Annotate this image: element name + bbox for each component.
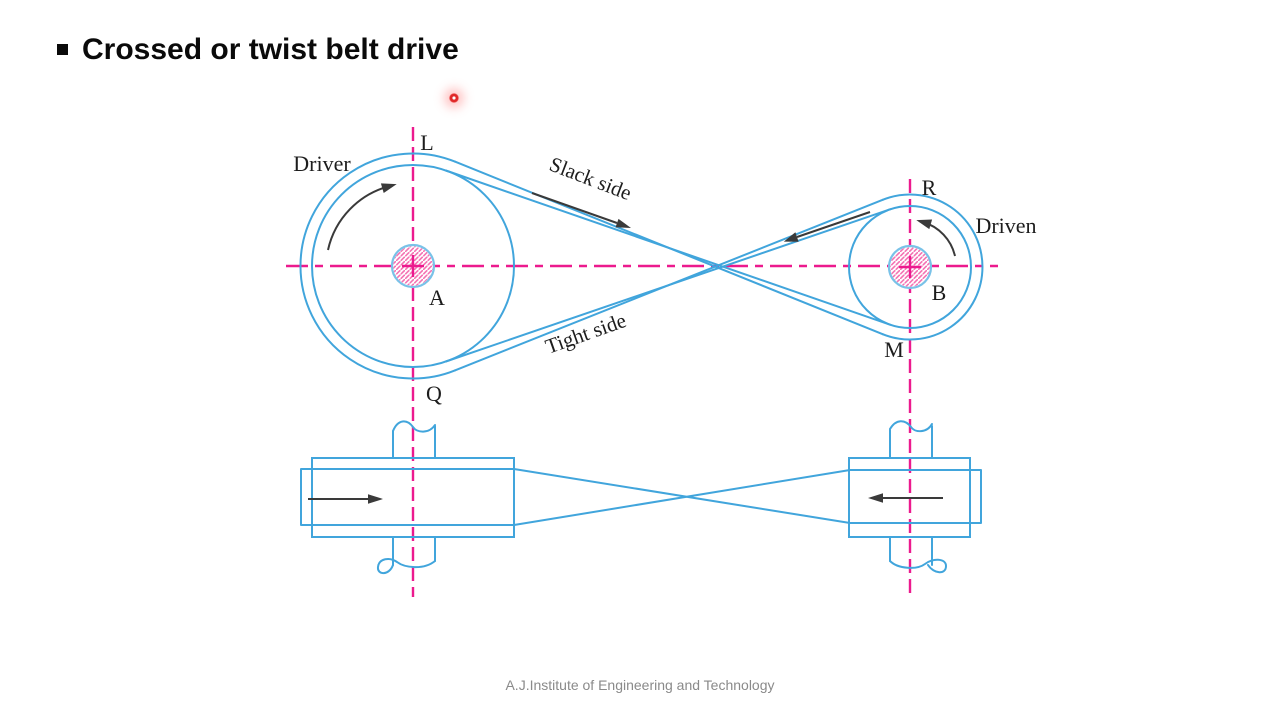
driver-pulley-circle bbox=[311, 164, 515, 368]
left-shaft-break-top bbox=[392, 420, 436, 433]
bottom-left-direction-arrow bbox=[308, 494, 383, 504]
left-shaft-lines bbox=[392, 425, 436, 566]
left-shaft-break-bottom bbox=[376, 558, 436, 575]
driven-center-plus bbox=[899, 256, 921, 278]
right-shaft-break-bottom bbox=[889, 558, 948, 574]
driven-rotation-arrow bbox=[916, 219, 956, 257]
right-shaft-break-top bbox=[889, 420, 933, 433]
driven-label: Driven bbox=[975, 213, 1036, 238]
driver-center-plus bbox=[402, 255, 424, 277]
belt-band-right bbox=[849, 469, 982, 524]
point-M-label: M bbox=[884, 337, 904, 362]
bottom-right-direction-arrow bbox=[868, 493, 943, 503]
driver-label: Driver bbox=[293, 151, 351, 176]
right-pulley-rim-rect bbox=[848, 457, 971, 538]
belt-slack-inner-edge bbox=[444, 169, 892, 326]
right-shaft-lines bbox=[889, 425, 933, 566]
slack-side-label: Slack side bbox=[546, 152, 635, 205]
point-Q-label: Q bbox=[426, 381, 442, 406]
driven-pulley-circle bbox=[848, 205, 972, 329]
point-L-label: L bbox=[420, 130, 433, 155]
point-B-label: B bbox=[932, 280, 947, 305]
bullet-square-icon bbox=[57, 44, 68, 55]
laser-pointer-dot bbox=[449, 93, 459, 103]
point-R-label: R bbox=[922, 175, 937, 200]
belt-arc-driver bbox=[299, 152, 456, 380]
driver-shaft-section bbox=[390, 243, 436, 289]
belt-arc-driven bbox=[882, 193, 984, 341]
belt-band-cross bbox=[513, 468, 851, 526]
footer-institute-name: A.J.Institute of Engineering and Technol… bbox=[505, 677, 775, 693]
slide-title-row: Crossed or twist belt drive bbox=[57, 33, 459, 66]
point-A-label: A bbox=[429, 285, 445, 310]
driver-rotation-arrow bbox=[327, 183, 397, 251]
belt-band-left bbox=[300, 468, 515, 526]
tight-side-arrow bbox=[783, 211, 871, 242]
belt-tight-inner-edge bbox=[444, 208, 892, 363]
slack-side-arrow bbox=[531, 192, 631, 228]
driven-shaft-section bbox=[887, 244, 933, 290]
tight-side-label: Tight side bbox=[542, 308, 629, 359]
left-pulley-rim-rect bbox=[311, 457, 515, 538]
slide-title: Crossed or twist belt drive bbox=[82, 33, 459, 66]
